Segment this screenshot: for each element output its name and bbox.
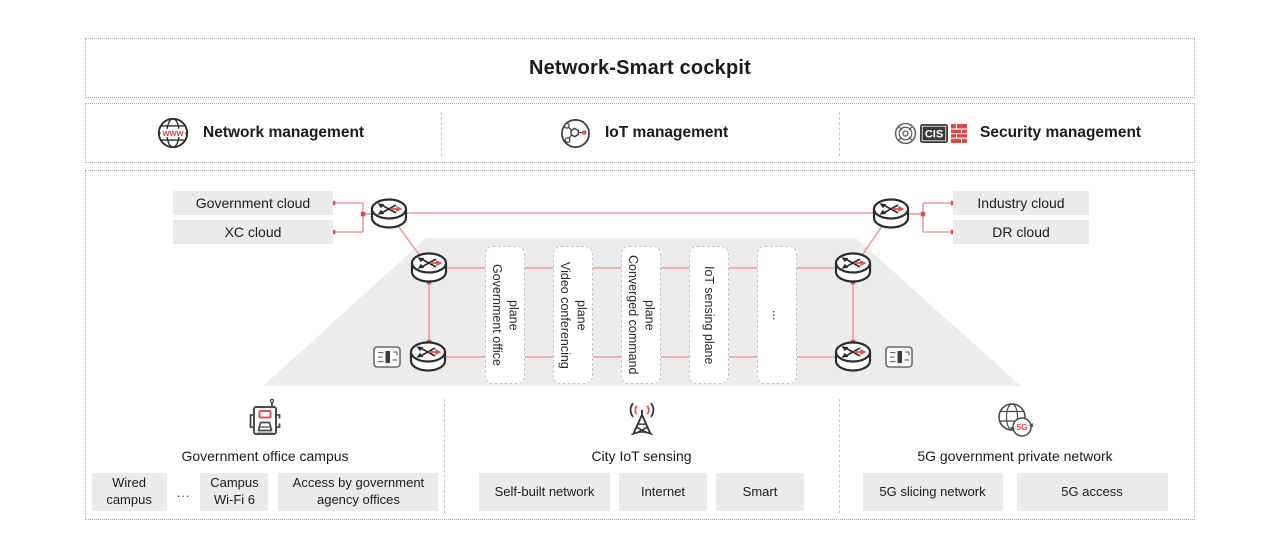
firewall-icon (951, 123, 967, 143)
section-government-office-campus: Government office campus Wired campus ..… (91, 396, 439, 514)
page-title: Network-Smart cockpit (528, 56, 752, 79)
security-icon-group: CIS (894, 122, 967, 145)
internet-chip: Internet (619, 473, 707, 511)
plane-iot-sensing: IoT sensing plane (689, 246, 729, 384)
iot-management-item: IoT management (559, 104, 728, 162)
ellipsis-separator: ... (176, 484, 191, 500)
industry-cloud-box: Industry cloud (953, 191, 1089, 215)
router-icon (409, 341, 447, 372)
section-label: Government office campus (181, 448, 349, 464)
plane-video-conferencing: Video conferencing plane (553, 246, 593, 384)
smart-chip: Smart (716, 473, 804, 511)
globe-www-icon: www (157, 117, 189, 149)
iot-management-label: IoT management (605, 124, 729, 141)
section-divider-2 (839, 399, 840, 513)
main-diagram-panel: Government cloud XC cloud Industry cloud… (85, 170, 1195, 520)
router-icon (834, 252, 872, 283)
xc-cloud-box: XC cloud (173, 220, 333, 244)
5g-access-chip: 5G access (1016, 473, 1168, 511)
cis-badge-icon: CIS (920, 123, 948, 143)
management-panel: www Network management IoT management (85, 103, 1195, 163)
svg-text:www: www (162, 128, 184, 138)
dr-cloud-box: DR cloud (953, 220, 1089, 244)
section-label: 5G government private network (917, 448, 1113, 464)
network-management-item: www Network management (156, 104, 364, 162)
target-icon (894, 122, 917, 144)
campus-wifi6-chip: Campus Wi-Fi 6 (200, 473, 269, 511)
section-5g-private-network: 5G 5G government private network 5G slic… (839, 396, 1191, 514)
router-icon (834, 341, 872, 372)
router-icon (410, 252, 448, 283)
self-built-network-chip: Self-built network (479, 473, 610, 511)
line-card-icon (885, 346, 913, 368)
svg-text:CIS: CIS (925, 128, 943, 140)
5g-slicing-network-chip: 5G slicing network (862, 473, 1003, 511)
svg-text:5G: 5G (1016, 422, 1028, 432)
section-label: City IoT sensing (591, 448, 692, 464)
router-icon (370, 198, 408, 229)
router-icon (872, 198, 910, 229)
plane-converged-command: Converged command plane (621, 246, 661, 384)
agency-access-chip: Access by government agency offices (278, 473, 439, 511)
title-panel: Network-Smart cockpit (85, 38, 1195, 98)
line-card-icon (373, 346, 401, 368)
globe-5g-icon: 5G (998, 403, 1034, 437)
iot-network-icon (561, 118, 590, 148)
campus-icon (249, 398, 281, 435)
section-city-iot-sensing: City IoT sensing Self-built network Inte… (444, 396, 839, 514)
plane-government-office: Government office plane (485, 246, 525, 384)
security-management-label: Security management (980, 124, 1142, 141)
security-management-item: CIS Security management (894, 104, 1141, 162)
wired-campus-chip: Wired campus (91, 473, 167, 511)
network-management-label: Network management (203, 124, 365, 141)
iot-tower-icon (629, 402, 654, 436)
government-cloud-box: Government cloud (173, 191, 333, 215)
management-divider-2 (839, 112, 840, 156)
management-divider-1 (441, 112, 442, 156)
section-divider-1 (444, 399, 445, 513)
plane-ellipsis: ... (757, 246, 797, 384)
